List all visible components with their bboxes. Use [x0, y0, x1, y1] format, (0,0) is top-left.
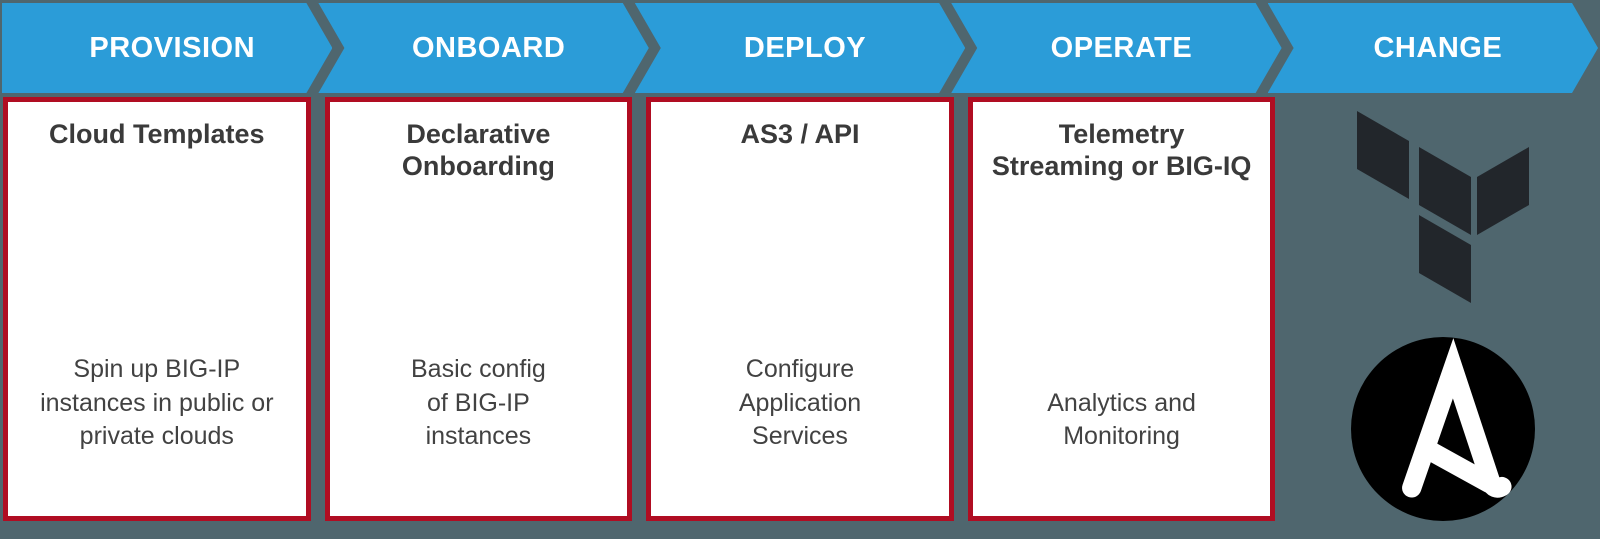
stage-banner: PROVISION ONBOARD DEPLOY OPERATE CHANGE — [0, 0, 1600, 93]
card-operate: Telemetry Streaming or BIG-IQ Analytics … — [967, 97, 1276, 521]
card-onboard-title: Declarative Onboarding — [401, 119, 555, 182]
terraform-icon — [1357, 111, 1530, 303]
stage-label-operate: OPERATE — [1050, 31, 1193, 64]
stage-chevron-change: CHANGE — [1268, 3, 1598, 93]
card-provision-title: Cloud Templates — [49, 119, 265, 149]
stage-chevron-operate: OPERATE — [951, 3, 1281, 93]
stage-label-change: CHANGE — [1373, 31, 1503, 64]
card-onboard-body: Basic config of BIG-IP instances — [410, 354, 546, 451]
card-operate-body: Analytics and Monitoring — [1047, 388, 1196, 451]
stage-chevron-onboard: ONBOARD — [318, 3, 648, 93]
ansible-icon — [1351, 337, 1536, 521]
stage-cards-row: Cloud Templates Spin up BIG-IP instances… — [0, 93, 1600, 521]
card-deploy-body: Configure Application Services — [738, 354, 862, 451]
card-operate-title: Telemetry Streaming or BIG-IQ — [991, 119, 1252, 182]
card-provision-body: Spin up BIG-IP instances in public or pr… — [40, 354, 274, 451]
card-onboard: Declarative Onboarding Basic config of B… — [324, 97, 633, 521]
card-deploy: AS3 / API Configure Application Services — [646, 97, 954, 521]
stage-label-provision: PROVISION — [89, 31, 256, 64]
change-tools-column — [1289, 97, 1597, 521]
stage-chevron-deploy: DEPLOY — [635, 3, 965, 93]
card-deploy-title: AS3 / API — [740, 119, 860, 149]
stage-label-deploy: DEPLOY — [743, 31, 867, 64]
stage-chevron-provision: PROVISION — [2, 3, 332, 93]
stage-label-onboard: ONBOARD — [411, 31, 566, 64]
card-provision: Cloud Templates Spin up BIG-IP instances… — [3, 97, 311, 521]
